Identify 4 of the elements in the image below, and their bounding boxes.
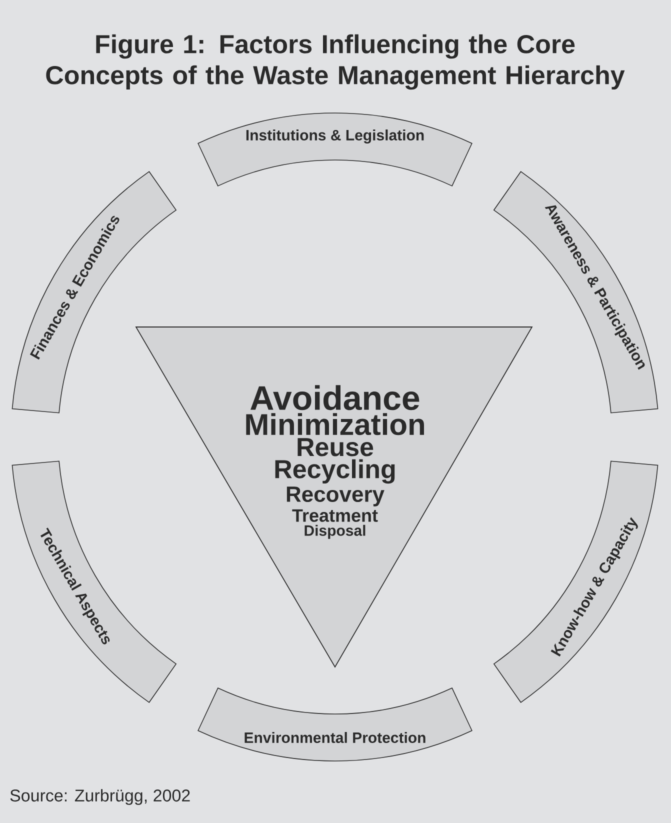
title: Figure 1: Factors Influencing the Core Concepts of the Waste Management Hierarchy	[46, 34, 625, 90]
arc-segment: Environmental Protection	[198, 688, 472, 762]
arc-segment: Institutions & Legislation	[198, 112, 472, 186]
source-note: Source: Zurbrügg, 2002	[10, 789, 190, 805]
